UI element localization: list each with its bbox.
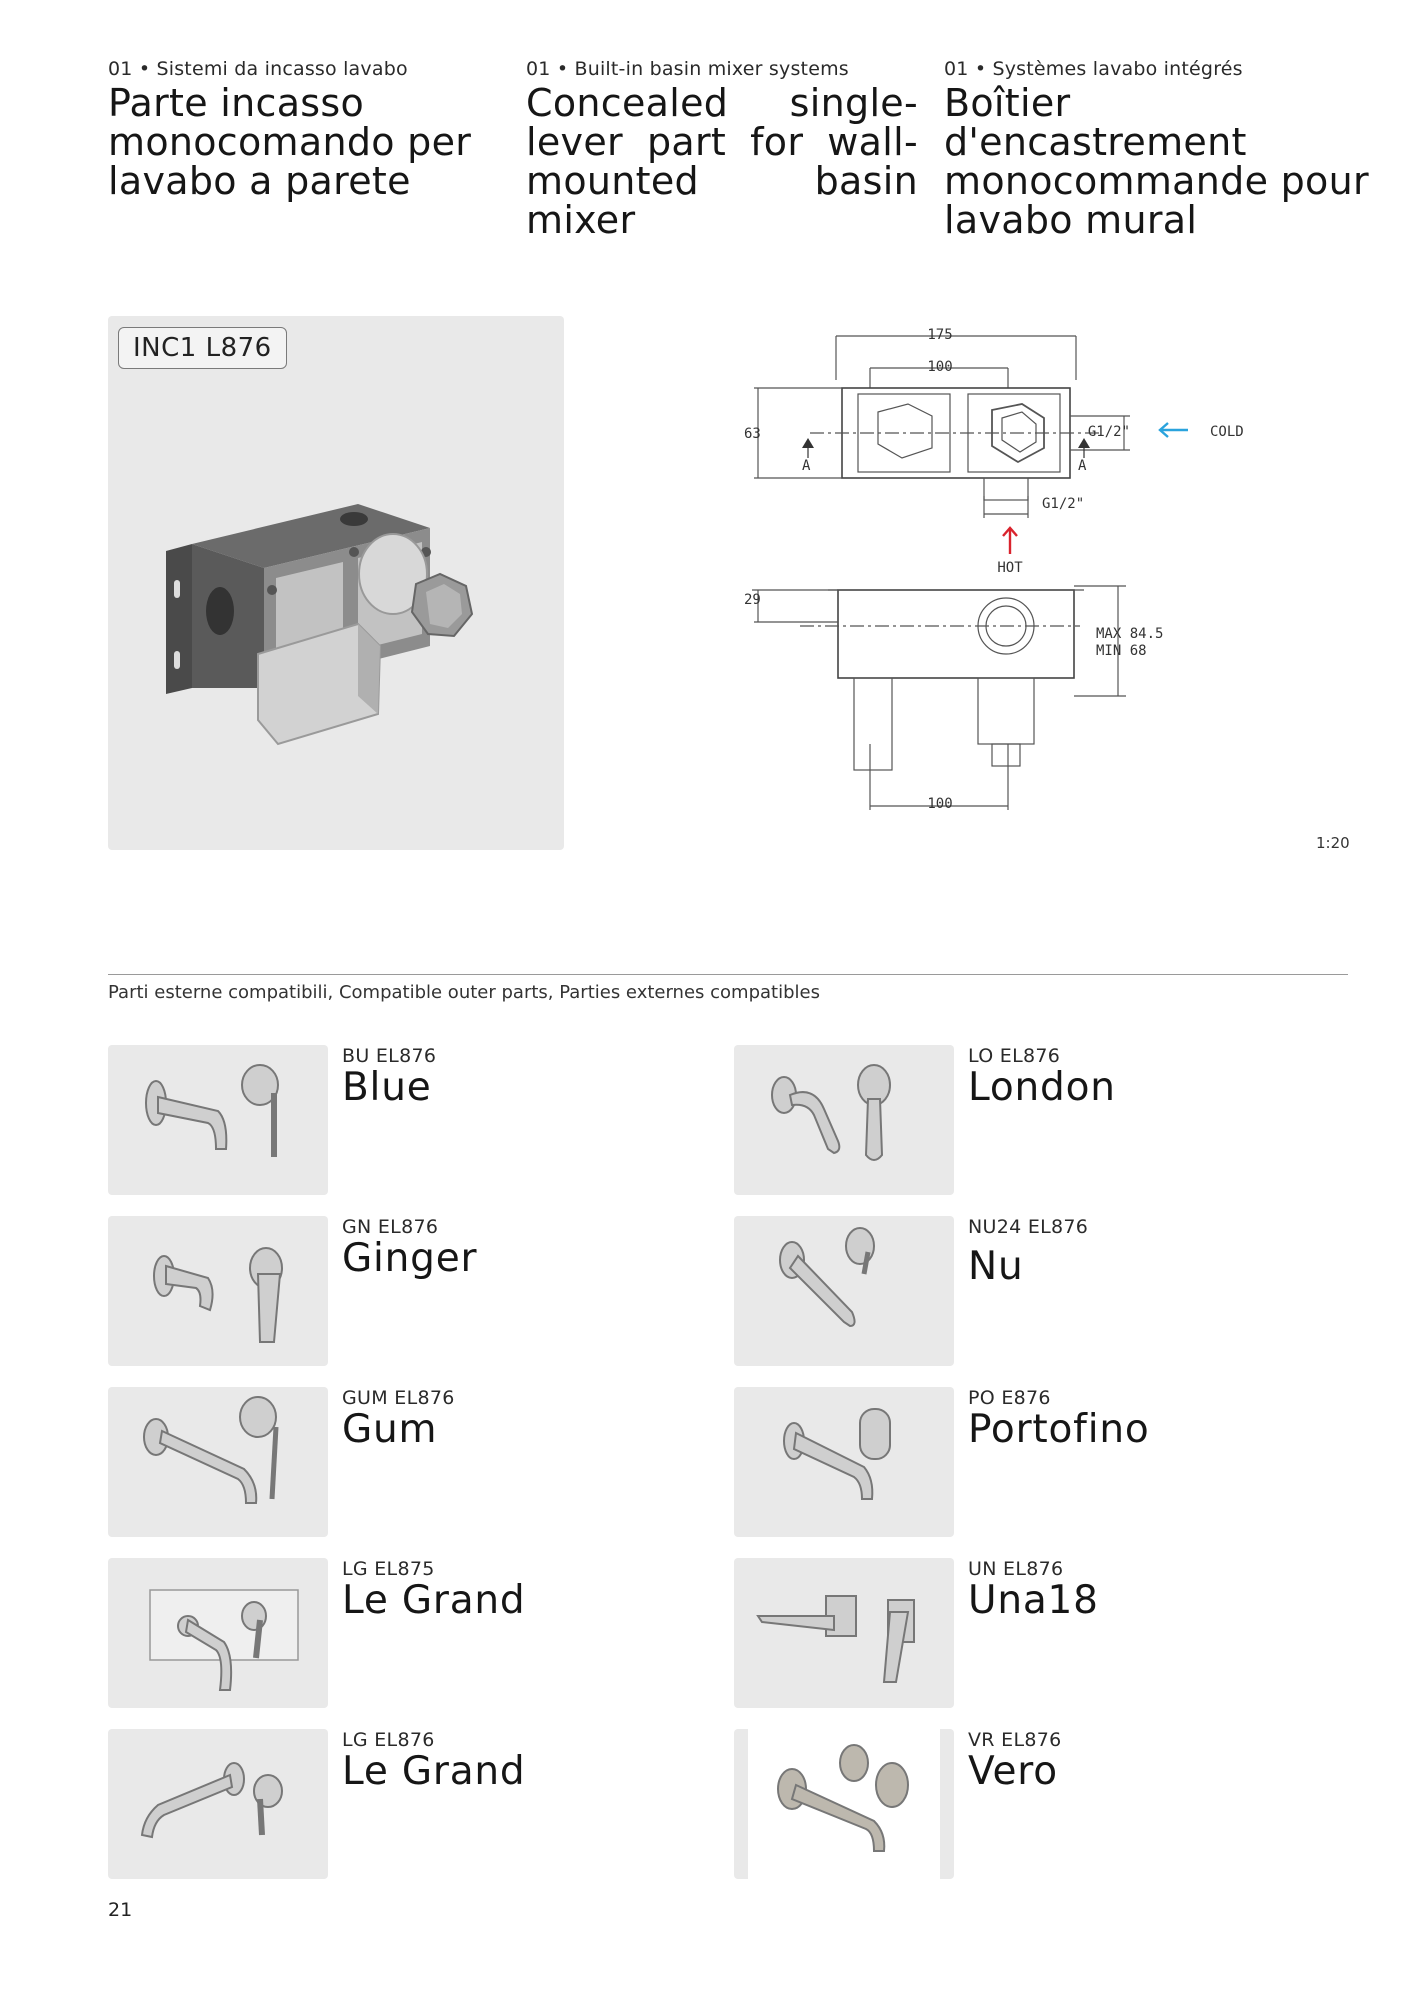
part-thumbnail [108,1387,328,1537]
concealed-box-render [166,504,474,746]
part-card[interactable]: BU EL876 Blue [108,1045,728,1195]
part-name: Blue [342,1065,432,1110]
part-code: BU EL876 [342,1045,437,1067]
part-card[interactable]: LG EL876 Le Grand [108,1729,728,1879]
section-a-left: A [802,458,811,474]
dim-29: 29 [744,592,761,608]
dim-175: 175 [927,327,952,343]
page-title-fr: Boîtier d'encastrement monocommande pour… [944,81,1369,242]
part-code: GN EL876 [342,1216,439,1238]
part-name: London [968,1065,1116,1110]
part-card[interactable]: UN EL876 Una18 [734,1558,1354,1708]
part-name: Vero [968,1749,1058,1794]
part-name: Una18 [968,1578,1099,1623]
min-label: MIN 68 [1096,643,1147,659]
hot-arrow-icon [1002,526,1018,554]
page-number: 21 [108,1899,133,1921]
part-thumbnail [108,1729,328,1879]
section-kicker-fr: 01 • Systèmes lavabo intégrés [944,58,1243,80]
max-label: MAX 84.5 [1096,626,1163,642]
header-italian: 01 • Sistemi da incasso lavabo Parte inc… [108,56,500,201]
part-card[interactable]: GN EL876 Ginger [108,1216,728,1366]
faucet-image [771,1064,891,1161]
part-name: Le Grand [342,1578,526,1623]
thread-right: G1/2" [1088,424,1130,440]
drawing-scale: 1:20 [1316,834,1350,852]
faucet-image [779,1227,875,1328]
part-code: LG EL876 [342,1729,435,1751]
part-card[interactable]: VR EL876 Vero [734,1729,1354,1879]
compatible-parts-heading: Parti esterne compatibili, Compatible ou… [108,982,820,1003]
page-title-it: Parte incasso monocomando per lavabo a p… [108,81,472,203]
part-thumbnail [734,1387,954,1537]
part-thumbnail [734,1216,954,1366]
cold-arrow-icon [1158,422,1188,438]
part-code: UN EL876 [968,1558,1064,1580]
faucet-image [143,1396,279,1504]
faucet-image [149,1589,299,1691]
part-card[interactable]: PO E876 Portofino [734,1387,1354,1537]
part-code: VR EL876 [968,1729,1062,1751]
dim-100-bottom: 100 [927,796,952,812]
section-a-right: A [1078,458,1087,474]
faucet-image [145,1064,279,1157]
part-card[interactable]: NU24 EL876 Nu [734,1216,1354,1366]
faucet-image [153,1247,283,1343]
part-card[interactable]: GUM EL876 Gum [108,1387,728,1537]
product-code-tag: INC1 L876 [118,327,287,369]
part-code: LG EL875 [342,1558,435,1580]
part-thumbnail [108,1216,328,1366]
part-name: Le Grand [342,1749,526,1794]
part-code: PO E876 [968,1387,1051,1409]
section-kicker-it: 01 • Sistemi da incasso lavabo [108,58,408,80]
part-thumbnail [734,1045,954,1195]
technical-drawing: 175 100 63 G1/2" COLD G1/2" HOT A A 29 M… [744,327,1244,812]
cold-label: COLD [1210,424,1244,440]
thread-bottom: G1/2" [1042,496,1084,512]
part-thumbnail [734,1729,954,1879]
header-english: 01 • Built-in basin mixer systems Concea… [526,56,918,240]
part-name: Gum [342,1407,438,1452]
part-code: NU24 EL876 [968,1216,1089,1238]
part-card[interactable]: LG EL875 Le Grand [108,1558,728,1708]
part-name: Ginger [342,1236,478,1281]
part-name: Nu [968,1244,1024,1289]
product-image-panel: INC1 L876 [108,316,564,850]
part-thumbnail [108,1558,328,1708]
part-code: GUM EL876 [342,1387,455,1409]
dim-100-top: 100 [927,359,952,375]
faucet-image [140,1762,283,1839]
part-thumbnail [734,1558,954,1708]
section-kicker-en: 01 • Built-in basin mixer systems [526,58,849,80]
part-code: LO EL876 [968,1045,1061,1067]
part-name: Portofino [968,1407,1150,1452]
faucet-image [783,1408,891,1500]
hot-label: HOT [997,560,1023,576]
header-french: 01 • Systèmes lavabo intégrés Boîtier d'… [944,56,1374,240]
dim-63: 63 [744,426,761,442]
faucet-image [756,1595,915,1683]
faucet-image [734,1729,954,1879]
page-title-en: Concealed single-lever part for wall-mou… [526,81,918,242]
part-thumbnail [108,1045,328,1195]
part-card[interactable]: LO EL876 London [734,1045,1354,1195]
section-divider [108,974,1348,975]
